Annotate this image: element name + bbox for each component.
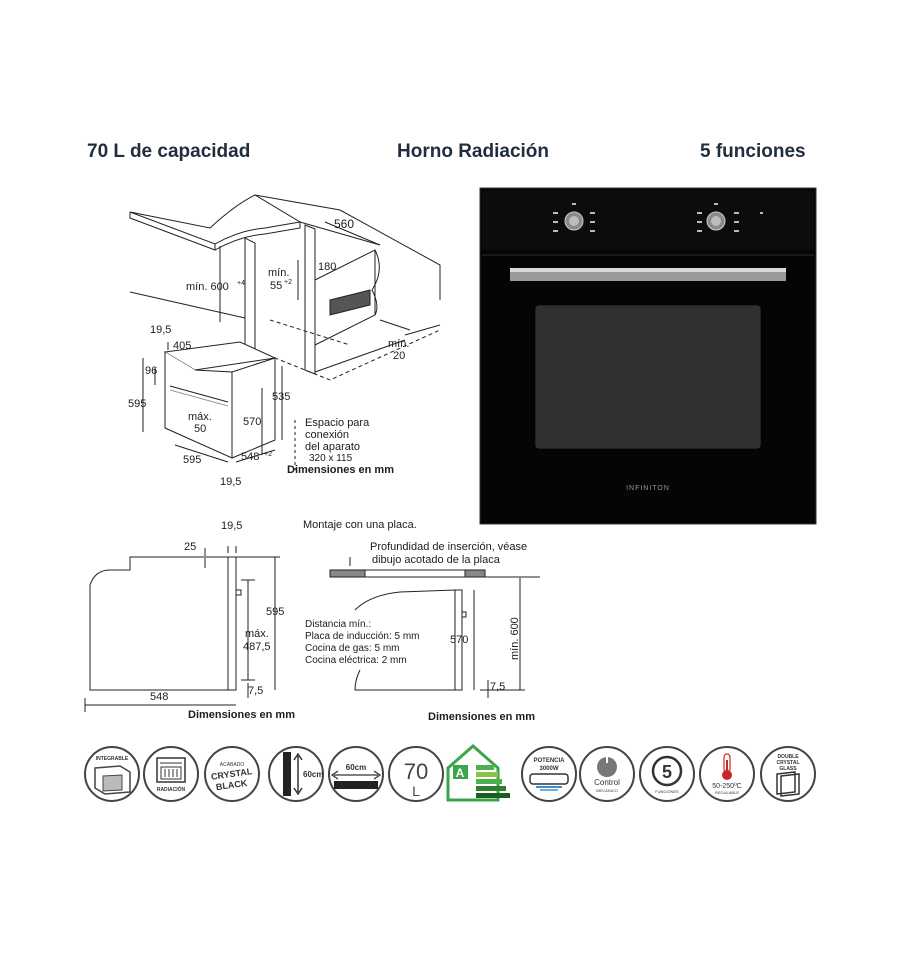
dim-595-horizontal: 595 bbox=[183, 454, 201, 466]
integrable-icon: INTEGRABLE bbox=[84, 746, 140, 802]
dim-595-vertical: 595 bbox=[128, 398, 146, 410]
brand-label: INFINITON bbox=[626, 485, 670, 492]
dim-19-5-top: 19,5 bbox=[150, 324, 171, 336]
width-60cm-icon: 60cm bbox=[328, 746, 384, 802]
energy-class-a-icon: A bbox=[446, 744, 510, 802]
dim-max50-b: 50 bbox=[194, 423, 206, 435]
dim-548-sup: +2 bbox=[264, 451, 272, 458]
dim-min55-a: mín. bbox=[268, 267, 289, 279]
dim-548: 548 bbox=[241, 451, 259, 463]
space-note-1: Espacio para bbox=[305, 417, 370, 429]
dim-96: 96 bbox=[145, 365, 157, 377]
side-dim-max-b: 487,5 bbox=[243, 641, 271, 653]
dim-min55-sup: +2 bbox=[284, 279, 292, 286]
oven-photo: INFINITON bbox=[479, 187, 817, 525]
hob-dist-3: Cocina de gas: 5 mm bbox=[305, 643, 400, 654]
svg-text:BLACK: BLACK bbox=[215, 778, 248, 792]
side-dim-19-5: 19,5 bbox=[221, 520, 242, 532]
crystal-black-icon: ACABADO CRYSTAL BLACK bbox=[204, 746, 260, 802]
dim-min600-sup: +4 bbox=[237, 280, 245, 287]
units-top: Dimensiones en mm bbox=[287, 464, 394, 476]
svg-text:60cm: 60cm bbox=[303, 770, 323, 779]
dim-405: 405 bbox=[173, 340, 191, 352]
space-note-2: conexión bbox=[305, 429, 349, 441]
svg-text:A: A bbox=[456, 766, 465, 780]
dim-535: 535 bbox=[272, 391, 290, 403]
hob-dim-7-5: 7,5 bbox=[490, 681, 505, 693]
svg-text:CRYSTAL: CRYSTAL bbox=[776, 760, 799, 766]
svg-text:MECÁNICO: MECÁNICO bbox=[596, 788, 618, 793]
functions-icon: 5 FUNCIONES bbox=[639, 746, 695, 802]
dim-19-5-bottom: 19,5 bbox=[220, 476, 241, 488]
side-dim-595: 595 bbox=[266, 606, 284, 618]
side-dim-25: 25 bbox=[184, 541, 196, 553]
svg-text:RADIACIÓN: RADIACIÓN bbox=[157, 785, 186, 793]
radiation-icon: RADIACIÓN bbox=[143, 746, 199, 802]
side-diagram-labels: 19,5 25 595 máx. 487,5 548 7,5 Dimension… bbox=[150, 520, 295, 721]
feature-badges: INTEGRABLE RADIACIÓN ACABADO CRYSTAL BLA… bbox=[84, 744, 816, 802]
dim-max50-a: máx. bbox=[188, 411, 212, 423]
space-note-3: del aparato bbox=[305, 441, 360, 453]
dim-180: 180 bbox=[318, 261, 336, 273]
svg-text:Control: Control bbox=[594, 778, 620, 787]
hob-dim-570: 570 bbox=[450, 634, 468, 646]
installation-diagram-labels: 560 mín. 600 +4 mín. 55 +2 180 mín. 20 1… bbox=[128, 217, 409, 488]
svg-text:5: 5 bbox=[662, 762, 672, 782]
hob-dist-2: Placa de inducción: 5 mm bbox=[305, 631, 420, 642]
power-icon: POTENCIA 3000W bbox=[521, 746, 577, 802]
hob-dist-1: Distancia mín.: bbox=[305, 619, 371, 630]
svg-text:60cm: 60cm bbox=[346, 763, 366, 772]
dim-min600: mín. 600 bbox=[186, 281, 229, 293]
svg-text:POTENCIA: POTENCIA bbox=[533, 758, 565, 764]
side-dim-max-a: máx. bbox=[245, 628, 269, 640]
hob-dist-4: Cocina eléctrica: 2 mm bbox=[305, 655, 407, 666]
installation-diagram bbox=[129, 194, 441, 470]
units-hob: Dimensiones en mm bbox=[428, 711, 535, 723]
svg-text:3000W: 3000W bbox=[539, 766, 558, 772]
hob-dim-min600: mín. 600 bbox=[509, 617, 521, 660]
hob-title: Montaje con una placa. bbox=[303, 519, 417, 531]
dim-min20-a: mín. bbox=[388, 338, 409, 350]
dim-min20-b: 20 bbox=[393, 350, 405, 362]
svg-text:L: L bbox=[412, 783, 420, 799]
capacity-heading: 70 L de capacidad bbox=[87, 141, 251, 162]
dim-570: 570 bbox=[243, 416, 261, 428]
hob-diagram bbox=[329, 557, 540, 698]
svg-text:50-250ºC: 50-250ºC bbox=[712, 783, 741, 790]
dim-560: 560 bbox=[334, 217, 354, 231]
height-60cm-icon: 60cm bbox=[268, 746, 324, 802]
svg-text:DOUBLE: DOUBLE bbox=[777, 754, 799, 760]
hob-note-b: dibujo acotado de la placa bbox=[372, 554, 501, 566]
side-dim-7-5: 7,5 bbox=[248, 685, 263, 697]
dim-min55-b: 55 bbox=[270, 280, 282, 292]
space-note-4: 320 x 115 bbox=[309, 453, 353, 464]
svg-text:70: 70 bbox=[404, 759, 428, 784]
side-dim-548: 548 bbox=[150, 691, 168, 703]
units-side: Dimensiones en mm bbox=[188, 709, 295, 721]
svg-text:INTEGRABLE: INTEGRABLE bbox=[96, 756, 129, 762]
svg-text:REGULABLE: REGULABLE bbox=[715, 790, 739, 795]
hob-diagram-labels: Montaje con una placa. Profundidad de in… bbox=[303, 519, 535, 723]
double-glass-icon: DOUBLE CRYSTAL GLASS bbox=[760, 746, 816, 802]
oven-type-heading: Horno Radiación bbox=[397, 141, 550, 162]
svg-text:FUNCIONES: FUNCIONES bbox=[655, 789, 679, 794]
svg-text:ACABADO: ACABADO bbox=[220, 762, 245, 768]
temperature-icon: 50-250ºC REGULABLE bbox=[699, 746, 755, 802]
side-diagram bbox=[84, 546, 280, 712]
hob-note-a: Profundidad de inserción, véase bbox=[370, 541, 527, 553]
capacity-70l-icon: 70 L bbox=[388, 746, 444, 802]
mechanical-control-icon: Control MECÁNICO bbox=[579, 746, 635, 802]
functions-heading: 5 funciones bbox=[700, 141, 806, 162]
svg-text:GLASS: GLASS bbox=[779, 766, 797, 772]
